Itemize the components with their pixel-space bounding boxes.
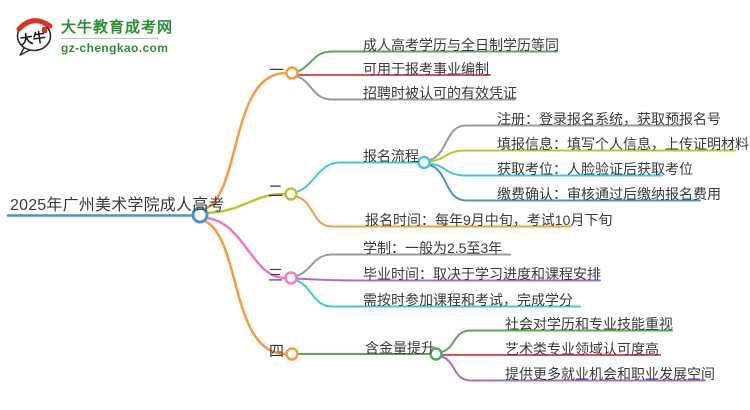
b4-leaf-career[interactable]: 提供更多就业机会和职业发展空间 (505, 366, 715, 382)
wire-b2-step2 (428, 149, 736, 163)
branch-4-circle[interactable] (285, 347, 299, 361)
wire-b2-step1 (428, 124, 683, 161)
b1-leaf-civil-service[interactable]: 可用于报考事业编制 (363, 61, 489, 77)
subtopic-value-circle[interactable] (429, 347, 443, 361)
wire-b2-subtopic (295, 161, 419, 193)
b3-leaf-graduation[interactable]: 毕业时间：取决于学习进度和课程安排 (363, 266, 601, 282)
wire-b4-leaf1 (440, 329, 673, 353)
root-node-circle[interactable] (191, 206, 209, 224)
b1-leaf-recruitment[interactable]: 招聘时被认可的有效凭证 (363, 85, 517, 101)
b4-leaf-society[interactable]: 社会对学历和专业技能重视 (505, 316, 673, 332)
logo-bubble-icon: 大牛 (16, 18, 53, 56)
wire-b2-time (295, 195, 571, 228)
branch-3-circle[interactable] (284, 271, 298, 285)
trunk-branch-1 (203, 71, 288, 211)
site-logo[interactable]: 大牛 大牛教育成考网 gz-chengkao.com (14, 13, 173, 57)
branch-2-label[interactable]: 二 (267, 183, 283, 200)
b2-leaf-time[interactable]: 报名时间：每年9月中旬，考试10月下旬 (365, 212, 613, 228)
wire-b1-leaf1 (296, 50, 558, 73)
b4-leaf-art-field[interactable]: 艺术类专业领域认可度高 (505, 341, 659, 357)
b2-step-payment[interactable]: 缴费确认：审核通过后缴纳报名费用 (497, 186, 721, 202)
wire-b3-leaf2 (295, 277, 601, 282)
wire-b1-leaf3 (296, 75, 516, 101)
branch-3-label[interactable]: 三 (267, 267, 283, 284)
wire-b3-leaf3 (295, 279, 581, 308)
trunk-branch-4 (203, 219, 288, 356)
branch-1-label[interactable]: 一 (268, 62, 284, 79)
b2-step-seat[interactable]: 获取考位：人脸验证后获取考位 (497, 161, 693, 177)
wire-b4-leaf3 (440, 355, 706, 382)
b1-leaf-equivalence[interactable]: 成人高考学历与全日制学历等同 (363, 37, 559, 53)
root-topic[interactable]: 2025年广州美术学院成人高考 (10, 197, 225, 214)
b3-leaf-duration[interactable]: 学制：一般为2.5至3年 (363, 240, 503, 256)
branch-1-circle[interactable] (285, 66, 299, 80)
branch-2-circle[interactable] (284, 187, 298, 201)
b2-subtopic-process[interactable]: 报名流程 (363, 148, 419, 164)
logo-domain: gz-chengkao.com (61, 41, 169, 55)
logo-divider (61, 38, 158, 39)
b2-step-register[interactable]: 注册：登录报名系统，获取预报名号 (497, 111, 721, 127)
b4-subtopic-value[interactable]: 含金量提升 (365, 340, 435, 356)
wire-b3-leaf1 (295, 253, 511, 277)
subtopic-process-circle[interactable] (417, 155, 431, 170)
trunk-branch-3 (205, 216, 287, 280)
branch-4-label[interactable]: 四 (268, 343, 284, 360)
wire-b2-step4 (428, 164, 701, 202)
wire-b2-step3 (428, 162, 663, 177)
logo-name: 大牛教育成考网 (61, 19, 174, 36)
b3-leaf-credits[interactable]: 需按时参加课程和考试，完成学分 (363, 292, 573, 308)
trunk-branch-2 (205, 192, 287, 215)
logo-icon-text: 大牛 (19, 29, 47, 47)
b2-step-fill-info[interactable]: 填报信息：填写个人信息，上传证明材料 (497, 136, 749, 152)
